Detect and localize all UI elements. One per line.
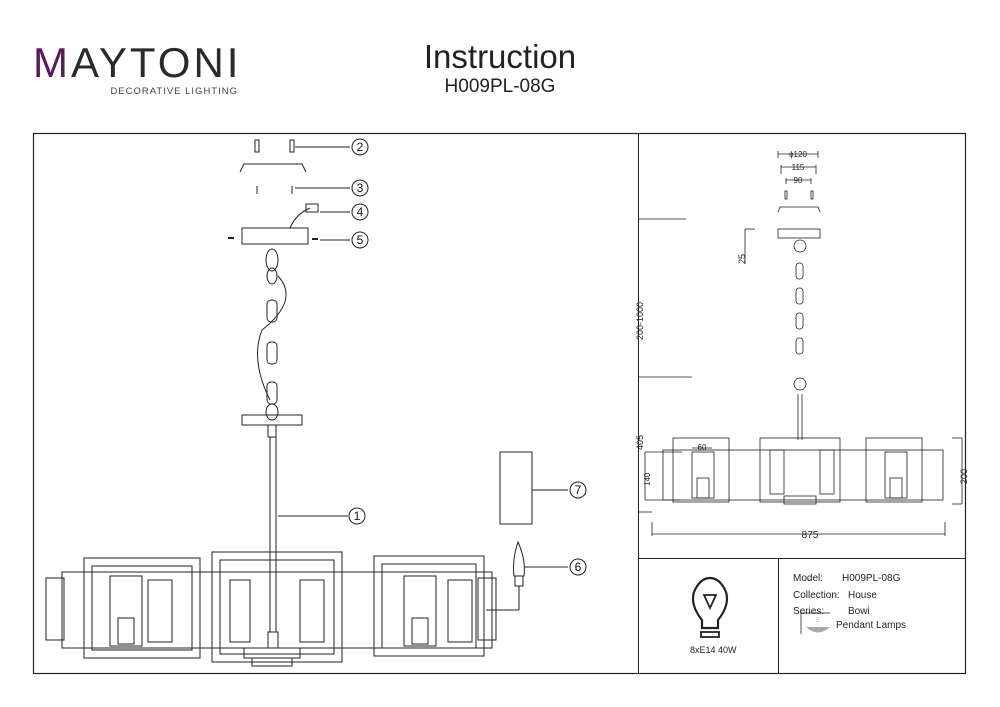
light-bulb-icon [691, 576, 729, 638]
svg-text:5: 5 [357, 233, 364, 247]
dim-total-height: 405 [635, 435, 645, 450]
series-label: Series: [793, 606, 825, 617]
dim-canopy-height: 25 [737, 254, 747, 264]
callout-7: 7 [569, 481, 587, 499]
dim-shade-width: 60 [698, 443, 707, 452]
callout-3: 3 [351, 179, 369, 197]
brand-logo: MAYTONI DECORATIVE LIGHTING [33, 39, 242, 98]
bulb-spec: 8xE14 40W [690, 645, 737, 655]
outer-frame [32, 132, 967, 675]
svg-text:7: 7 [575, 483, 582, 497]
callout-1: 1 [348, 507, 366, 525]
dim-shade-height: 140 [643, 472, 652, 486]
svg-text:1: 1 [354, 509, 361, 523]
collection-value: House [848, 590, 877, 601]
logo-m: M [33, 39, 71, 86]
logo-text: AYTONI [71, 39, 242, 86]
model-value: H009PL-08G [842, 573, 901, 584]
pendant-lamp-icon [800, 612, 830, 634]
logo-tagline: DECORATIVE LIGHTING [110, 86, 238, 97]
dimension-view [638, 151, 963, 536]
dim-canopy-width: 115 [792, 163, 805, 172]
model-number: H009PL-08G [444, 76, 556, 97]
model-label: Model: [793, 573, 824, 584]
series-value: Bowi [848, 606, 870, 617]
svg-text:4: 4 [357, 205, 364, 219]
svg-text:3: 3 [357, 181, 364, 195]
dim-mount-spacing: 90 [794, 176, 803, 185]
exploded-view [45, 139, 568, 667]
callout-2: 2 [351, 138, 369, 156]
svg-text:2: 2 [357, 140, 364, 154]
lamp-type: Pendant Lamps [836, 620, 907, 631]
dim-body-height: 200 [959, 469, 969, 484]
callout-5: 5 [351, 231, 369, 249]
dim-body-width: 875 [802, 530, 819, 541]
svg-text:6: 6 [575, 560, 582, 574]
callout-4: 4 [351, 203, 369, 221]
page-title: Instruction [423, 38, 577, 75]
dim-canopy-diameter: ϕ120 [789, 150, 807, 159]
dim-chain-length: 200-1000 [635, 302, 645, 340]
callout-6: 6 [569, 558, 587, 576]
collection-label: Collection: [793, 590, 840, 601]
